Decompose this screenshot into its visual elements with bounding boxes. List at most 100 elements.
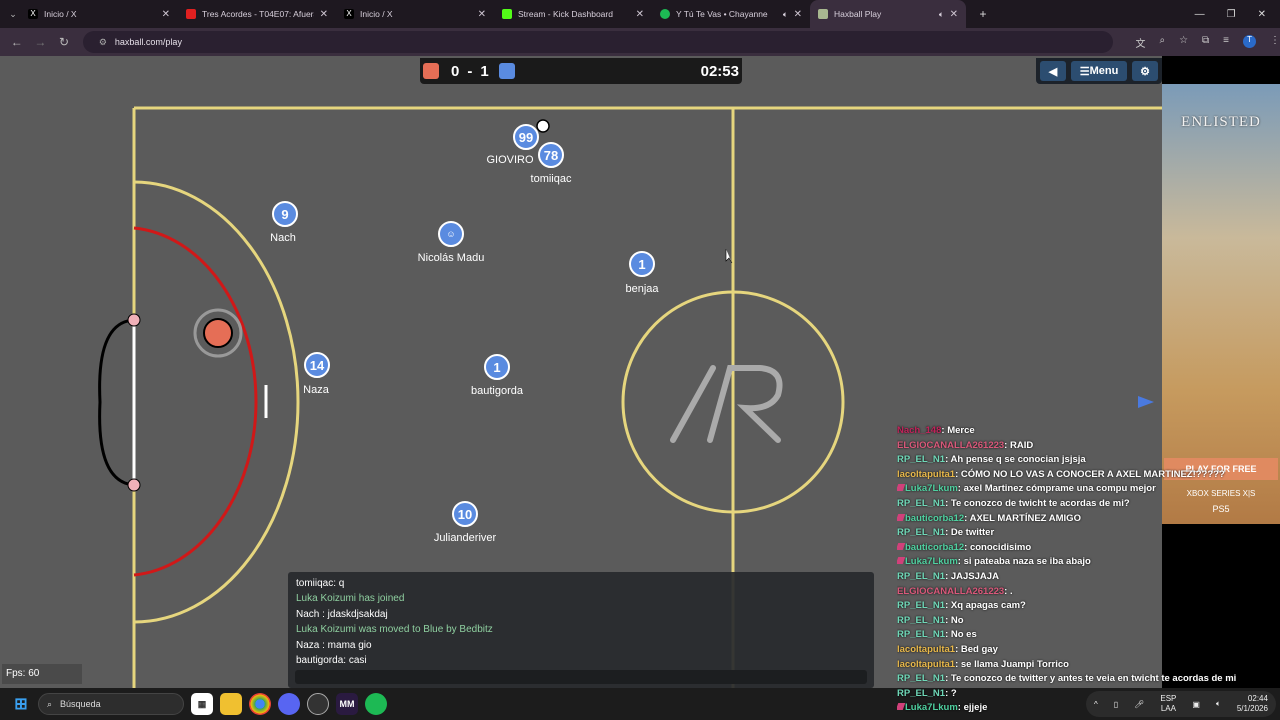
close-tab-icon[interactable]: ✕ bbox=[635, 8, 644, 20]
store-icon[interactable]: ▦ bbox=[191, 693, 213, 715]
media-icon[interactable]: ≡ bbox=[1223, 34, 1230, 46]
chat-username: lacoltapulta1 bbox=[897, 468, 956, 480]
chat-colon: : bbox=[957, 556, 964, 568]
stream-chat-line: Luka7Lkum: si pateaba naza se iba abajo bbox=[897, 555, 1280, 570]
chat-message: Te conozco de twicht te acordas de mi? bbox=[950, 497, 1130, 509]
stream-chat-line: lacoltapulta1: Bed gay bbox=[897, 643, 1280, 658]
tab-kick[interactable]: Stream - Kick Dashboard ✕ bbox=[494, 0, 652, 28]
tab-title: Inicio / X bbox=[360, 9, 393, 19]
player-name: Nicolás Madu bbox=[417, 252, 485, 264]
chat-message: RAID bbox=[1009, 439, 1034, 451]
goal-area-arc bbox=[133, 226, 258, 577]
spotify-icon bbox=[660, 9, 670, 19]
advertisement[interactable]: ENLISTED PLAY FOR FREE XBOX SERIES X|S P… bbox=[1162, 84, 1280, 524]
menu-button[interactable]: ☰Menu bbox=[1071, 61, 1127, 81]
game-toolbar: ◀ ☰Menu ⚙ bbox=[1036, 58, 1162, 84]
translate-icon[interactable]: 文 bbox=[1135, 38, 1146, 50]
menu-label: Menu bbox=[1089, 65, 1119, 77]
mouse-cursor bbox=[725, 249, 733, 264]
blue-team-icon bbox=[498, 63, 515, 79]
chat-colon: : bbox=[957, 702, 964, 714]
date: 5/1/2026 bbox=[1236, 704, 1268, 713]
tab-youtube[interactable]: Tres Acordes - T04E07: Afuera/...✕ bbox=[178, 0, 336, 28]
close-tab-icon[interactable]: ✕ bbox=[477, 8, 486, 20]
chat-message: No es bbox=[950, 629, 977, 641]
close-tab-icon[interactable]: ✕ bbox=[949, 8, 958, 20]
stream-chat-line: lacoltapulta1: CÓMO NO LO VAS A CONOCER … bbox=[897, 468, 1280, 483]
chat-username: Luka7Lkum bbox=[905, 483, 958, 495]
chat-message: JAJSJAJA bbox=[950, 570, 999, 582]
network-icon[interactable]: ▣ bbox=[1192, 699, 1200, 709]
file-explorer-icon[interactable] bbox=[220, 693, 242, 715]
chat-username: Nach_148 bbox=[897, 425, 942, 436]
player-name: tomiiqac bbox=[530, 173, 572, 185]
close-window-button[interactable]: ✕ bbox=[1257, 8, 1266, 20]
chat-message: AXEL MARTÍNEZ AMIGO bbox=[969, 512, 1081, 524]
chat-username: ELGIOCANALLA261223 bbox=[897, 439, 1005, 451]
chat-colon: : bbox=[957, 483, 964, 495]
close-tab-icon[interactable]: ✕ bbox=[161, 8, 170, 20]
chat-colon: : bbox=[955, 468, 961, 480]
chat-username: RP_EL_N1 bbox=[897, 673, 946, 685]
mm-app-icon[interactable]: MM bbox=[336, 693, 358, 715]
chat-input[interactable] bbox=[295, 670, 867, 684]
chat-colon: : bbox=[945, 497, 951, 509]
reload-button[interactable]: ↻ bbox=[58, 35, 70, 49]
stream-chat-line: RP_EL_N1: Te conozco de twitter y antes … bbox=[897, 672, 1280, 687]
back-button[interactable]: ← bbox=[10, 35, 23, 49]
minimize-button[interactable]: — bbox=[1194, 8, 1205, 20]
chat-username: RP_EL_N1 bbox=[897, 687, 946, 699]
tab-search-button[interactable]: ⌄ bbox=[9, 8, 17, 19]
obs-icon[interactable] bbox=[307, 693, 329, 715]
windows-start-icon[interactable]: ⊞ bbox=[14, 696, 28, 713]
ad-cta-button[interactable]: PLAY FOR FREE bbox=[1164, 458, 1278, 480]
close-tab-icon[interactable]: ✕ bbox=[793, 8, 802, 20]
browser-menu-icon[interactable]: ⋮ bbox=[1270, 34, 1280, 46]
settings-button[interactable]: ⚙ bbox=[1132, 61, 1158, 81]
spotify-icon[interactable] bbox=[365, 693, 387, 715]
kick-icon bbox=[502, 9, 512, 19]
ad-top-bar bbox=[1162, 56, 1280, 84]
stream-chat-line: RP_EL_N1: JAJSJAJA bbox=[897, 570, 1280, 585]
chat-message: axel Martinez cómprame una compu mejor bbox=[963, 483, 1156, 495]
microphone-icon[interactable]: 🎤︎ bbox=[1134, 699, 1145, 709]
url-bar[interactable]: ⚙ haxball.com/play bbox=[82, 31, 1114, 53]
bookmark-star-icon[interactable]: ☆ bbox=[1179, 34, 1189, 46]
hamburger-icon: ☰ bbox=[1079, 65, 1090, 78]
speaker-icon[interactable]: 🔈︎ bbox=[782, 8, 788, 19]
chat-username: RP_EL_N1 bbox=[897, 614, 946, 626]
player-name: bautigorda bbox=[471, 385, 523, 397]
speaker-icon[interactable]: 🔈︎ bbox=[938, 8, 944, 19]
chrome-icon[interactable] bbox=[249, 693, 271, 715]
time: 02:44 bbox=[1247, 694, 1268, 703]
volume-icon[interactable]: 🔈︎ bbox=[1215, 699, 1221, 708]
penalty-arc bbox=[133, 180, 300, 624]
profile-avatar[interactable]: T bbox=[1243, 34, 1257, 48]
tab-haxball[interactable]: Haxball Play🔈︎✕ bbox=[810, 0, 966, 28]
tab-spotify[interactable]: Y Tú Te Vas • Chayanne🔈︎✕ bbox=[652, 0, 810, 28]
sound-button[interactable]: ◀ bbox=[1040, 61, 1066, 81]
discord-icon[interactable] bbox=[278, 693, 300, 715]
zoom-icon[interactable]: ⌕ bbox=[1159, 34, 1166, 46]
forward-button[interactable]: → bbox=[34, 35, 47, 49]
chat-colon: : bbox=[945, 600, 951, 612]
url-text: haxball.com/play bbox=[114, 37, 182, 47]
site-info-icon[interactable]: ⚙ bbox=[98, 36, 107, 47]
close-tab-icon[interactable]: ✕ bbox=[319, 8, 328, 20]
tab-title: Stream - Kick Dashboard bbox=[518, 9, 613, 19]
extensions-icon[interactable]: ⧉ bbox=[1202, 34, 1210, 46]
usb-icon[interactable]: ▯ bbox=[1113, 699, 1119, 709]
taskbar-search[interactable]: ⌕Búsqueda bbox=[38, 693, 184, 715]
maximize-button[interactable]: ❐ bbox=[1226, 8, 1236, 20]
player-disc: 1 bbox=[629, 251, 655, 277]
chevron-up-icon[interactable]: ^ bbox=[1094, 699, 1098, 709]
new-tab-button[interactable]: + bbox=[979, 7, 987, 21]
player-disc: 1 bbox=[484, 354, 510, 380]
goal-net bbox=[98, 318, 135, 487]
fps-counter: Fps: 60 bbox=[2, 664, 82, 684]
